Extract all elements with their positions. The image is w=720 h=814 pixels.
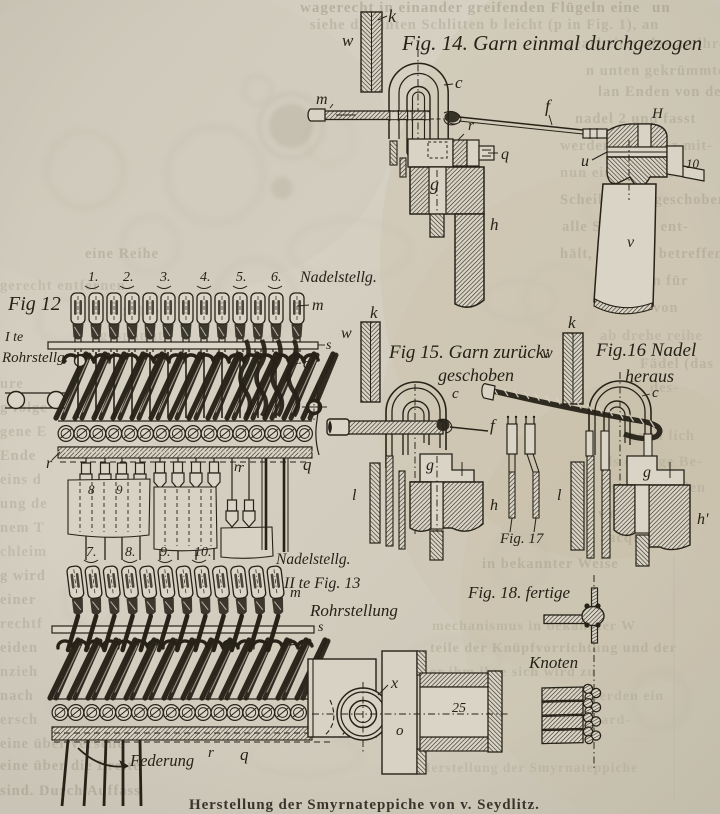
svg-text:g wird: g wird bbox=[0, 568, 46, 584]
svg-text:m: m bbox=[290, 585, 301, 601]
svg-text:des-: des- bbox=[650, 380, 679, 396]
svg-text:lan Enden von der: lan Enden von der bbox=[598, 84, 720, 100]
svg-text:k: k bbox=[568, 313, 576, 332]
svg-text:n unten gekrümmte: n unten gekrümmte bbox=[586, 63, 720, 79]
svg-text:un: un bbox=[652, 0, 671, 16]
svg-text:5.: 5. bbox=[236, 270, 247, 285]
svg-text:g: g bbox=[426, 457, 434, 474]
svg-text:1.: 1. bbox=[88, 270, 99, 285]
svg-text:Fig 15. Garn zurück:: Fig 15. Garn zurück: bbox=[388, 342, 550, 363]
svg-text:einer: einer bbox=[0, 592, 36, 608]
svg-text:m: m bbox=[312, 297, 324, 314]
svg-text:gene E: gene E bbox=[0, 424, 47, 440]
svg-text:h: h bbox=[490, 215, 499, 234]
svg-text:chleim: chleim bbox=[0, 544, 47, 560]
svg-text:c: c bbox=[455, 73, 463, 92]
svg-text:r: r bbox=[238, 460, 244, 476]
svg-text:II te Fig. 13: II te Fig. 13 bbox=[283, 575, 360, 592]
svg-text:r: r bbox=[234, 460, 240, 475]
svg-text:k: k bbox=[388, 6, 397, 26]
svg-text:gerecht entfernen: gerecht entfernen bbox=[0, 278, 126, 294]
svg-text:H: H bbox=[651, 106, 664, 122]
svg-text:3.: 3. bbox=[159, 270, 171, 285]
svg-text:teile der Knüpfvorrichtung: teile der Knüpfvorrichtung und der bbox=[430, 641, 677, 656]
svg-text:g: g bbox=[643, 464, 651, 481]
svg-text:nadel 2 und fasst: nadel 2 und fasst bbox=[575, 111, 696, 127]
svg-text:o: o bbox=[396, 723, 404, 739]
svg-text:w: w bbox=[342, 31, 354, 50]
svg-text:c: c bbox=[452, 386, 459, 402]
svg-text:v: v bbox=[627, 234, 635, 251]
svg-text:4.: 4. bbox=[200, 270, 211, 285]
svg-text:w: w bbox=[542, 345, 553, 362]
svg-text:Nadelstellg.: Nadelstellg. bbox=[275, 551, 350, 568]
svg-text:2.: 2. bbox=[123, 270, 134, 285]
svg-text:w: w bbox=[341, 325, 352, 342]
svg-text:r: r bbox=[208, 745, 214, 761]
svg-text:ab drehe reihe: ab drehe reihe bbox=[600, 328, 703, 344]
svg-text:f: f bbox=[490, 416, 497, 435]
svg-text:8: 8 bbox=[88, 482, 95, 497]
svg-text:eins d: eins d bbox=[0, 472, 42, 488]
svg-text:r: r bbox=[468, 118, 474, 134]
svg-text:Rohrstellg.: Rohrstellg. bbox=[1, 350, 68, 366]
svg-text:6.: 6. bbox=[271, 270, 282, 285]
svg-text:s: s bbox=[318, 620, 324, 635]
svg-text:heraus: heraus bbox=[625, 366, 674, 386]
svg-text:rechtf: rechtf bbox=[0, 616, 43, 632]
svg-text:nem T: nem T bbox=[0, 520, 45, 536]
svg-text:geschoben: geschoben bbox=[438, 365, 514, 385]
svg-text:l: l bbox=[557, 487, 562, 504]
svg-text:u: u bbox=[581, 153, 589, 170]
svg-text:Nadelstellg.: Nadelstellg. bbox=[299, 269, 377, 286]
svg-text:Herstellung der Smyrnateppiche: Herstellung der Smyrnateppiche bbox=[420, 760, 638, 775]
svg-text:7.: 7. bbox=[86, 545, 97, 560]
svg-text:Fig 12: Fig 12 bbox=[7, 293, 61, 315]
svg-text:I te: I te bbox=[4, 330, 23, 345]
svg-text:Fig. 18. fertige: Fig. 18. fertige bbox=[467, 583, 570, 602]
svg-text:sind. Durch Auffass: sind. Durch Auffass bbox=[0, 783, 141, 799]
svg-text:l: l bbox=[352, 487, 357, 504]
svg-text:ung de: ung de bbox=[0, 496, 48, 512]
svg-text:q: q bbox=[501, 146, 509, 163]
svg-text:Ende: Ende bbox=[0, 448, 36, 464]
svg-text:s: s bbox=[326, 338, 332, 353]
svg-text:Herstellung der Smyrnateppic: Herstellung der Smyrnateppiche von v. Se… bbox=[189, 797, 540, 813]
svg-text:Fädel (das: Fädel (das bbox=[640, 356, 714, 372]
svg-text:Knoten: Knoten bbox=[528, 653, 578, 672]
svg-text:siehe die unten Schlitten b le: siehe die unten Schlitten b leicht (p in… bbox=[310, 17, 659, 33]
svg-text:g: g bbox=[430, 174, 439, 194]
svg-text:k: k bbox=[370, 303, 378, 322]
svg-text:ersch: ersch bbox=[0, 712, 38, 728]
svg-text:Federung: Federung bbox=[129, 751, 194, 770]
svg-text:ure: ure bbox=[0, 376, 24, 392]
svg-text:eiden: eiden bbox=[0, 640, 38, 656]
svg-text:m: m bbox=[316, 91, 328, 108]
svg-text:in bekannter Weise: in bekannter Weise bbox=[482, 556, 619, 572]
svg-text:mechanismus in bekannter W: mechanismus in bekannter W bbox=[432, 619, 636, 634]
svg-text:Fig. 17: Fig. 17 bbox=[499, 531, 545, 547]
svg-text:c: c bbox=[652, 385, 659, 401]
svg-text:q: q bbox=[303, 455, 312, 474]
svg-text:Fig.16 Nadel: Fig.16 Nadel bbox=[595, 340, 696, 361]
svg-text:9: 9 bbox=[116, 482, 123, 497]
svg-text:eine Reihe: eine Reihe bbox=[85, 246, 159, 262]
svg-text:gearbeitet, das an ihren: gearbeitet, das an ihren bbox=[566, 36, 720, 52]
svg-text:h: h bbox=[490, 497, 498, 514]
svg-text:wagerecht in einander greifend: wagerecht in einander greifenden Flügeln… bbox=[300, 0, 640, 16]
svg-text:h': h' bbox=[697, 511, 709, 528]
svg-text:q: q bbox=[240, 745, 249, 764]
svg-text:r: r bbox=[46, 455, 53, 472]
svg-text:x: x bbox=[390, 675, 398, 692]
svg-text:nzieh: nzieh bbox=[0, 664, 38, 680]
svg-text:10: 10 bbox=[686, 156, 700, 171]
svg-text:Fig. 14. Garn einmal durchgezo: Fig. 14. Garn einmal durchgezogen bbox=[401, 31, 702, 55]
svg-text:9.: 9. bbox=[160, 545, 171, 560]
svg-text:10.: 10. bbox=[194, 545, 212, 560]
svg-text:f: f bbox=[545, 96, 553, 116]
svg-text:25: 25 bbox=[452, 701, 466, 716]
svg-text:nach: nach bbox=[0, 688, 34, 704]
svg-text:8.: 8. bbox=[125, 545, 136, 560]
svg-text:Rohrstellung: Rohrstellung bbox=[309, 601, 398, 620]
